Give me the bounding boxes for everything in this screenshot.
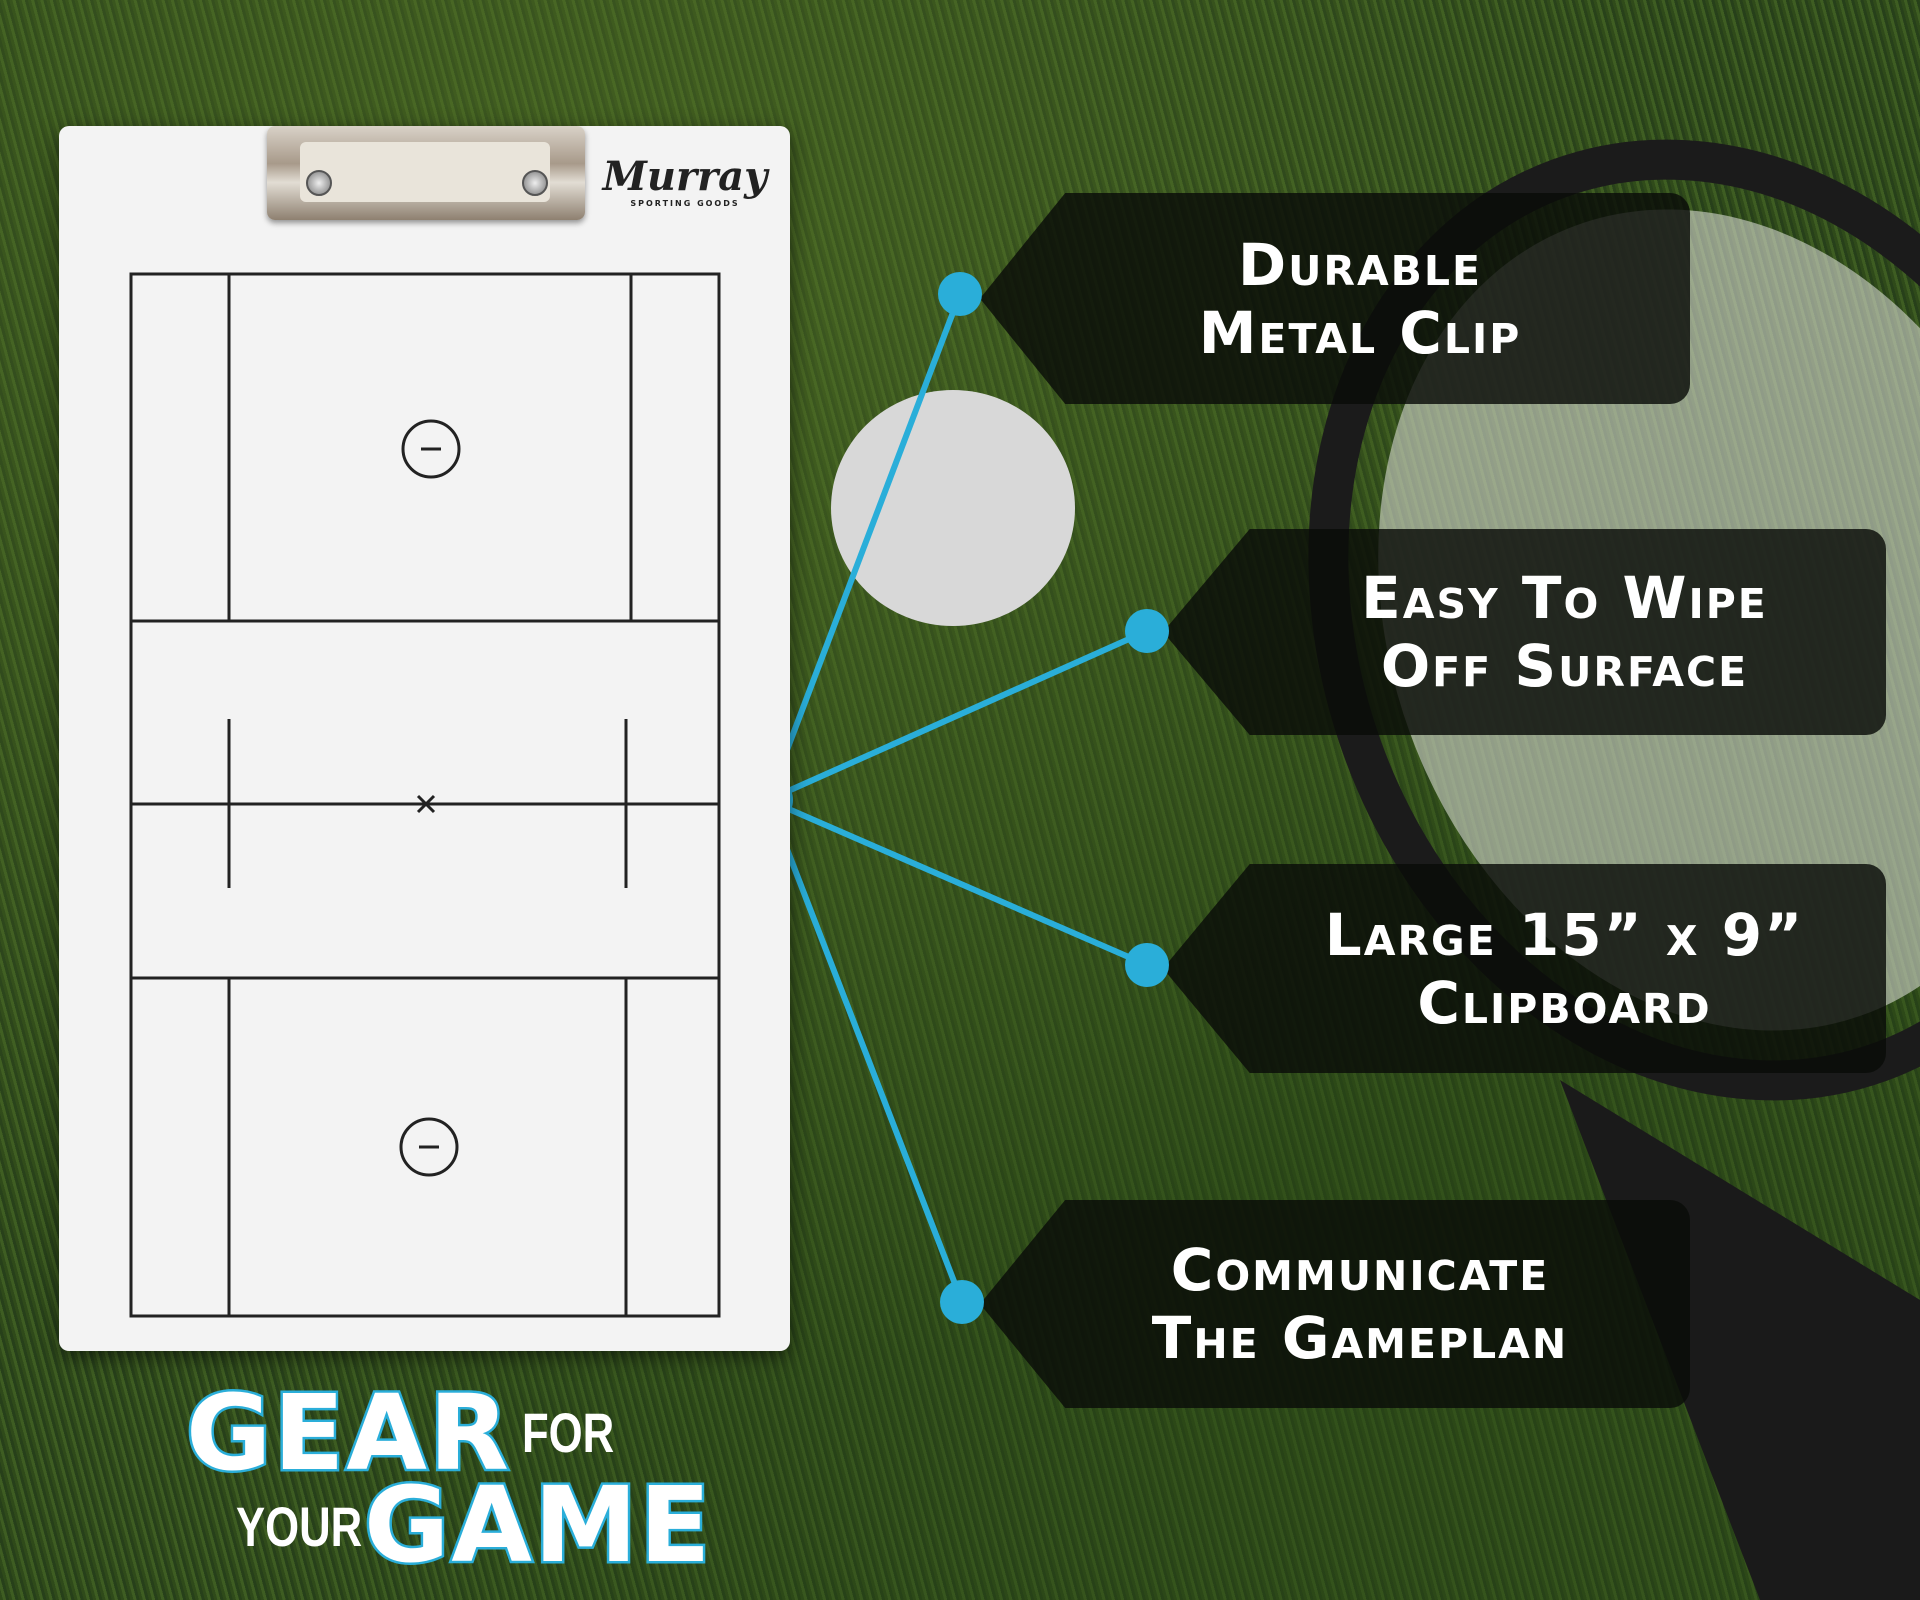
feature-callout-size: Large 15” x 9” Clipboard bbox=[1163, 864, 1886, 1073]
feature-callout-surface: Easy To Wipe Off Surface bbox=[1163, 529, 1886, 735]
feature-text: Easy To Wipe bbox=[1361, 564, 1768, 632]
feature-text: Communicate bbox=[1170, 1236, 1550, 1304]
feature-callout-gameplan: Communicate The Gameplan bbox=[980, 1200, 1690, 1408]
tagline-for: FOR bbox=[522, 1401, 615, 1464]
feature-text: The Gameplan bbox=[1151, 1304, 1569, 1372]
clipboard bbox=[59, 126, 790, 1351]
feature-text: Metal Clip bbox=[1198, 298, 1522, 367]
brand-name: Murray bbox=[602, 153, 768, 200]
feature-text: Off Surface bbox=[1380, 632, 1749, 700]
feature-text: Durable bbox=[1237, 230, 1483, 299]
rivet bbox=[306, 170, 332, 196]
lacrosse-ball bbox=[831, 390, 1075, 626]
feature-callout-clip: Durable Metal Clip bbox=[980, 193, 1690, 404]
tagline-gear: GEAR bbox=[184, 1372, 512, 1494]
brand-logo: Murray SPORTING GOODS bbox=[600, 153, 770, 209]
feature-text: Clipboard bbox=[1417, 968, 1712, 1037]
rivet bbox=[522, 170, 548, 196]
tagline-your: YOUR bbox=[236, 1495, 363, 1558]
tagline-game: GAME bbox=[361, 1464, 713, 1586]
feature-text: Large 15” x 9” bbox=[1324, 900, 1805, 969]
lacrosse-field-diagram bbox=[129, 272, 721, 1318]
brand-subtitle: SPORTING GOODS bbox=[630, 199, 740, 208]
clip-plate bbox=[300, 142, 550, 202]
